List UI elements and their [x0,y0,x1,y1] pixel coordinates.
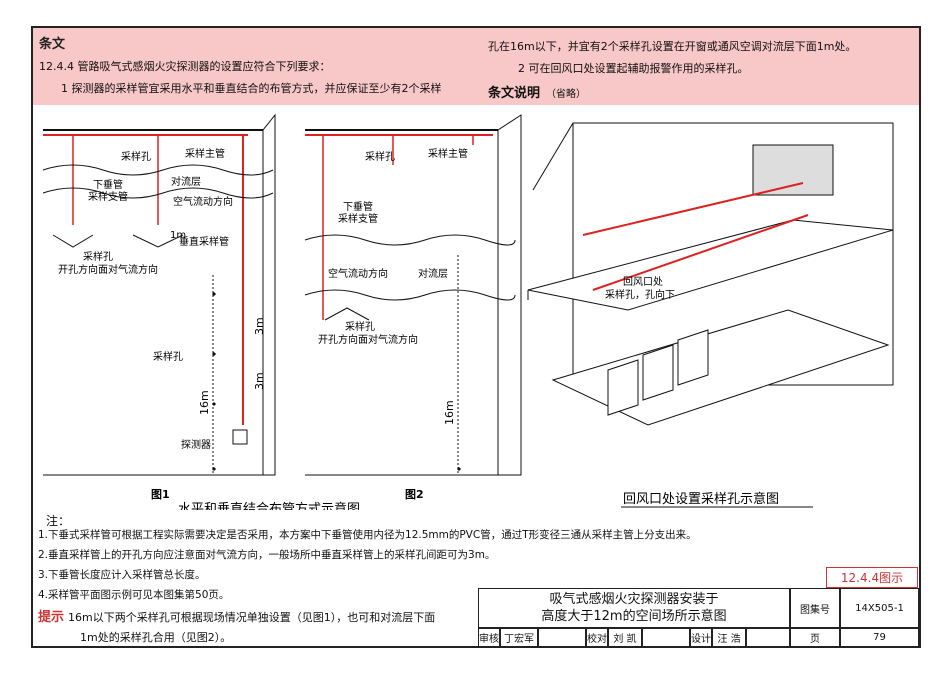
fig1-convection: 对流层 [171,175,201,188]
figure-1 [42,113,276,476]
clause-line-4: 2 可在回风口处设置起辅助报警作用的采样孔。 [518,62,749,75]
note-item: 1.下垂式采样管可根据工程实际需要决定是否采用，本方案中下垂管使用内径为12.5… [38,529,697,541]
atlas-label: 图集号 [790,588,840,628]
notes-list: 1.下垂式采样管可根据工程实际需要决定是否采用，本方案中下垂管使用内径为12.5… [38,525,697,605]
note-item: 3.下垂管长度应计入采样管总长度。 [38,569,206,581]
fig1-main-pipe: 采样主管 [185,147,225,160]
fig1-16m: 16m [198,390,211,415]
notes-heading: 注： [46,514,71,528]
figure-3 [527,122,894,426]
fig2-hole-bottom: 采样孔开孔方向面对气流方向 [318,320,418,346]
fig2-down-pipe: 下垂管采样支管 [338,200,378,225]
fig2-airflow: 空气流动方向 [328,267,388,280]
fig1-down-pipe: 下垂管采样支管 [88,178,128,203]
explain-note: （省略） [546,89,587,100]
title-line-1: 吸气式感烟火灾探测器安装于 [549,592,719,607]
fig1-airflow: 空气流动方向 [173,195,233,208]
note-item: 2.垂直采样管上的开孔方向应注意面对气流方向，一般场所中垂直采样管上的采样孔间距… [38,549,496,561]
review-label: 审核 [478,628,500,647]
fig1-hole-top: 采样孔 [121,150,151,163]
tip-line-1: 16m以下两个采样孔可根据现场情况单独设置（见图1），也可和对流层下面 [68,611,436,624]
drawing-area: 采样孔 采样主管 下垂管采样支管 对流层 空气流动方向 1m 垂直采样管 采样孔… [33,105,919,517]
fig2-main-pipe: 采样主管 [428,147,468,160]
design-sign [746,628,790,647]
fig1-3m-a: 3m [253,317,266,335]
atlas-value: 14X505-1 [840,588,919,628]
fig1-caption: 图1 [151,488,170,501]
fig3-return-label: 回风口处采样孔，孔向下 [605,276,675,301]
fig1-hole-bottom: 采样孔开孔方向面对气流方向 [58,250,158,276]
review-sign [538,628,586,647]
fig1-3m-b: 3m [253,372,266,390]
explain-title: 条文说明 （省略） [488,82,586,101]
review-name: 丁宏军 [500,628,538,647]
note-item: 4.采样管平面图示例可见本图集第50页。 [38,589,230,601]
check-sign [642,628,690,647]
design-name: 汪 浩 [712,628,746,647]
check-name: 刘 凯 [608,628,642,647]
fig1-holes-side: 采样孔 [153,350,183,363]
tip-label: 提示 [38,610,65,625]
fig2-hole-top: 采样孔 [365,150,395,163]
fig1-detector: 探测器 [181,438,211,451]
combined-caption: 水平和垂直结合布管方式示意图 [178,501,360,510]
clause-line-2: 1 探测器的采样管宜采用水平和垂直结合的布管方式，并应保证至少有2个采样 [61,82,442,95]
tip-line-2: 1m处的采样孔合用（见图2）。 [80,631,232,644]
page-value: 79 [840,628,919,647]
fig2-convection: 对流层 [418,267,448,280]
fig3-caption: 回风口处设置采样孔示意图 [623,491,779,507]
check-label: 校对 [586,628,608,647]
fig2-16m: 16m [443,400,456,425]
drawing-svg: 采样孔 采样主管 下垂管采样支管 对流层 空气流动方向 1m 垂直采样管 采样孔… [42,113,894,517]
figure-number: 12.4.4图示 [826,567,918,588]
figure-2 [304,114,522,476]
clause-line-3: 孔在16m以下，并宜有2个采样孔设置在开窗或通风空调对流层下面1m处。 [488,40,857,53]
section-title: 条文 [39,37,66,52]
explain-title-text: 条文说明 [488,86,541,101]
fig1-1m: 1m [170,230,186,241]
title-cell: 吸气式感烟火灾探测器安装于 高度大于12m的空间场所示意图 [478,588,790,628]
fig2-caption: 图2 [405,488,424,501]
page-frame [31,26,921,648]
page-label: 页 [790,628,840,647]
fig1-vertical-pipe: 垂直采样管 [179,235,229,248]
clause-line-1: 12.4.4 管路吸气式感烟火灾探测器的设置应符合下列要求： [39,60,331,73]
design-label: 设计 [690,628,712,647]
clause-header: 条文 12.4.4 管路吸气式感烟火灾探测器的设置应符合下列要求： 1 探测器的… [33,28,919,105]
title-line-2: 高度大于12m的空间场所示意图 [541,609,727,624]
